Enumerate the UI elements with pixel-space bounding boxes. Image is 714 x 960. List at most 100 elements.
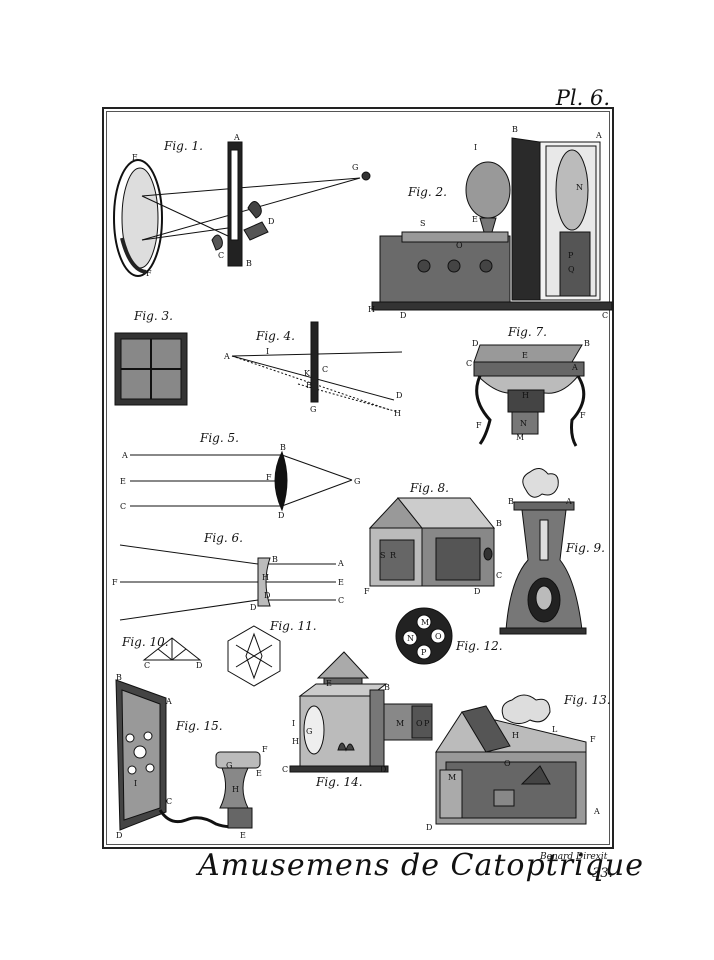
- letter-c: C: [218, 251, 224, 260]
- letter-a: A: [595, 131, 602, 140]
- letter-h: H: [522, 391, 529, 400]
- fig-13-label: Fig. 13.: [563, 693, 611, 707]
- letter-b: B: [306, 381, 312, 390]
- fig-7-table: [473, 344, 586, 447]
- letter-b: B: [512, 125, 518, 134]
- letter-i: I: [134, 779, 137, 788]
- fig-3-frame: [114, 332, 188, 406]
- letter-e: E: [472, 215, 478, 224]
- fig-15-panel: [115, 679, 261, 831]
- plate-title: Amusemens de Catoptrique: [198, 848, 644, 883]
- letter-r: R: [390, 551, 397, 560]
- letter-n: N: [576, 183, 583, 192]
- fig-10-triangle: [142, 637, 202, 661]
- letter-a: A: [565, 497, 572, 506]
- fig-8-label: Fig. 8.: [409, 481, 449, 495]
- fig-5-label: Fig. 5.: [199, 431, 239, 445]
- letter-d: D: [250, 603, 256, 612]
- letter-f: F: [476, 421, 482, 430]
- letter-h: H: [394, 409, 401, 418]
- letter-d: D: [380, 765, 386, 774]
- letter-h: H: [292, 737, 299, 746]
- fig-12-label: Fig. 12.: [455, 639, 503, 653]
- letter-c: C: [166, 797, 172, 806]
- fig-6-concave-lens: [119, 544, 336, 621]
- letter-e: E: [522, 351, 528, 360]
- fig-4-label: Fig. 4.: [255, 329, 295, 343]
- plate-frame: [102, 107, 614, 849]
- plate-frame-inner: [106, 111, 610, 845]
- fig-1-concave-mirror: [113, 141, 371, 277]
- letter-g: G: [352, 163, 358, 172]
- letter-e: E: [338, 578, 344, 587]
- letter-p: P: [421, 648, 427, 657]
- letter-d: D: [426, 823, 432, 832]
- letter-g: G: [310, 405, 316, 414]
- fig-9-stove: [499, 468, 587, 635]
- letter-c: C: [496, 571, 502, 580]
- letter-b: B: [384, 683, 390, 692]
- fig-11-label: Fig. 11.: [269, 619, 317, 633]
- letter-c: C: [466, 359, 472, 368]
- letter-f: F: [266, 473, 272, 482]
- letter-n: N: [407, 634, 414, 643]
- letter-h: H: [512, 731, 519, 740]
- letter-n: N: [520, 419, 527, 428]
- letter-b: B: [508, 497, 514, 506]
- letter-e: E: [240, 831, 246, 840]
- letter-g: G: [306, 727, 312, 736]
- letter-b: B: [280, 443, 286, 452]
- letter-a: A: [571, 363, 578, 372]
- fig-10-label: Fig. 10.: [121, 635, 169, 649]
- fig-13-box: [435, 694, 587, 825]
- letter-l: L: [552, 725, 558, 734]
- letter-b: B: [246, 259, 252, 268]
- letter-f: F: [262, 745, 268, 754]
- page-number: 33.: [592, 866, 613, 881]
- letter-f: F: [146, 269, 152, 278]
- letter-a: A: [121, 451, 128, 460]
- fig-1-label: Fig. 1.: [163, 139, 203, 153]
- letter-f: F: [112, 578, 118, 587]
- letter-s: S: [380, 551, 385, 560]
- fig-5-lens: [130, 450, 353, 512]
- letter-b: B: [116, 673, 122, 682]
- letter-b: B: [496, 519, 502, 528]
- letter-i: I: [292, 719, 295, 728]
- fig-8-box: [368, 497, 496, 587]
- letter-c: C: [322, 365, 328, 374]
- letter-p: P: [424, 719, 430, 728]
- letter-m: M: [516, 433, 524, 442]
- fig-15-label: Fig. 15.: [175, 719, 223, 733]
- fig-3-label: Fig. 3.: [133, 309, 173, 323]
- letter-h: H: [262, 573, 269, 582]
- plate-number: Pl. 6.: [555, 86, 610, 110]
- letter-d: D: [116, 831, 122, 840]
- letter-q: Q: [568, 265, 575, 274]
- letter-h: H: [232, 785, 239, 794]
- letter-p: P: [568, 251, 574, 260]
- letter-a: A: [223, 352, 230, 361]
- letter-d: D: [196, 661, 202, 670]
- letter-d: D: [264, 591, 270, 600]
- letter-d: D: [474, 587, 480, 596]
- fig-7-label: Fig. 7.: [507, 325, 547, 339]
- letter-g: G: [354, 477, 360, 486]
- letter-c: C: [338, 596, 344, 605]
- fig-9-label: Fig. 9.: [565, 541, 605, 555]
- letter-m: M: [421, 618, 429, 627]
- letter-g: G: [226, 761, 232, 770]
- letter-d: D: [278, 511, 284, 520]
- fig-4-ray-diagram: [231, 321, 403, 413]
- fig-11-hexagon: [227, 625, 281, 687]
- letter-c: C: [120, 502, 126, 511]
- letter-f: F: [580, 411, 586, 420]
- letter-b: B: [272, 555, 278, 564]
- letter-h: H: [368, 305, 375, 314]
- letter-d: D: [472, 339, 478, 348]
- engraver-credit: Benard Direxit: [540, 852, 608, 862]
- letter-e: E: [120, 477, 126, 486]
- letter-e: E: [326, 679, 332, 688]
- letter-f: F: [364, 587, 370, 596]
